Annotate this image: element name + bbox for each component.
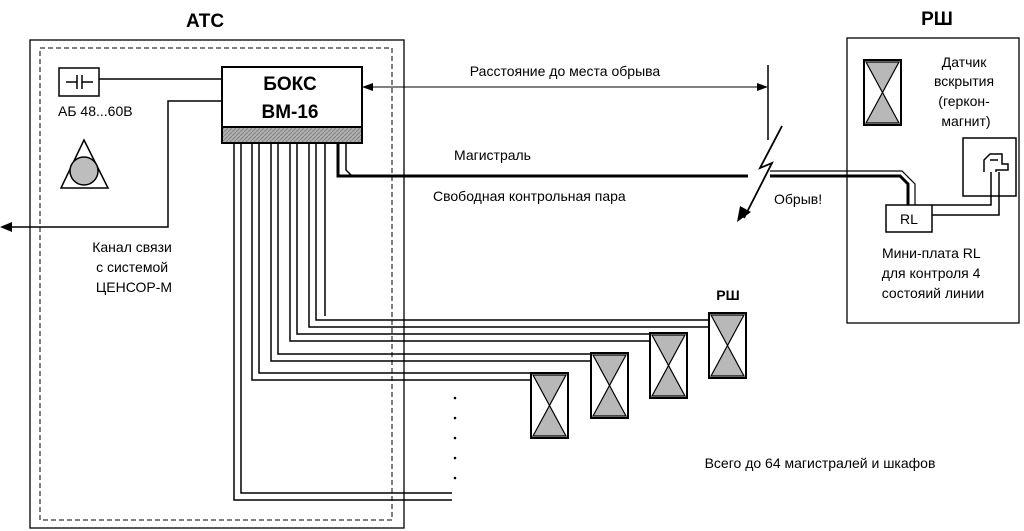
break-arrow-icon xyxy=(737,206,751,222)
miniboard-label-line: состояий линии xyxy=(882,285,984,301)
sensor-label-line: магнит) xyxy=(941,113,990,129)
trunk-line-left xyxy=(336,143,748,178)
distance-arrow-right-icon xyxy=(757,83,768,91)
battery-icon xyxy=(58,67,100,97)
cabinet-icon xyxy=(708,312,747,379)
sensor-label-line: Датчик xyxy=(942,54,987,70)
rsh-small-label: РШ xyxy=(716,287,739,303)
sensor-label: Датчик вскрытия (геркон- магнит) xyxy=(934,54,998,129)
sensor-label-line: (геркон- xyxy=(938,93,990,109)
sensor-wire-2 xyxy=(940,172,1000,216)
miniboard-label-line: для контроля 4 xyxy=(882,265,981,281)
miniboard-label-line: Мини-плата RL xyxy=(882,245,981,261)
box-title-line1: БОКС xyxy=(263,74,317,95)
station-symbol-icon xyxy=(59,138,110,189)
sensor-wire-1 xyxy=(940,172,992,206)
control-pair-line xyxy=(770,170,916,206)
wire-bundle xyxy=(233,143,713,501)
channel-label-line: с системой xyxy=(96,259,168,275)
total-label: Всего до 64 магистралей и шкафов xyxy=(705,455,936,471)
rl-label: RL xyxy=(900,211,918,227)
channel-wire xyxy=(8,100,222,228)
cabinet-icon xyxy=(590,352,629,419)
box-connector-strip xyxy=(221,126,363,144)
reed-switch-box xyxy=(962,137,1017,197)
cabinet-icon xyxy=(530,372,569,439)
break-lightning-icon xyxy=(743,125,783,219)
cabinet-icon xyxy=(863,59,902,126)
trunk-line-branch xyxy=(345,143,353,177)
trunk-line-right xyxy=(770,174,910,206)
rsh-main-title: РШ xyxy=(921,9,953,30)
ats-title: АТС xyxy=(186,11,224,32)
battery-label: АБ 48...60В xyxy=(58,103,133,119)
ellipsis-dots xyxy=(453,396,457,480)
sensor-label-line: вскрытия xyxy=(934,73,994,89)
free-pair-label: Свободная контрольная пара xyxy=(433,188,626,204)
box-vm16 xyxy=(221,66,363,128)
reed-switch-icon xyxy=(983,153,1009,172)
channel-arrow-icon xyxy=(0,222,12,232)
channel-label-line: ЦЕНСОР-М xyxy=(96,279,172,295)
ats-inner-dashed-frame xyxy=(39,47,393,521)
ats-outer-frame xyxy=(29,39,405,529)
distance-arrow-left-icon xyxy=(362,83,373,91)
box-title-line2: ВМ-16 xyxy=(261,102,318,123)
rsh-main-frame xyxy=(846,37,1020,324)
distance-label: Расстояние до места обрыва xyxy=(470,63,661,79)
break-label: Обрыв! xyxy=(774,191,822,207)
trunk-label: Магистраль xyxy=(454,147,531,163)
cabinet-icon xyxy=(649,332,688,399)
channel-label: Канал связи с системой ЦЕНСОР-М xyxy=(92,239,176,295)
channel-label-line: Канал связи xyxy=(92,239,172,255)
rl-board xyxy=(885,204,933,233)
miniboard-label: Мини-плата RL для контроля 4 состояий ли… xyxy=(882,245,985,301)
